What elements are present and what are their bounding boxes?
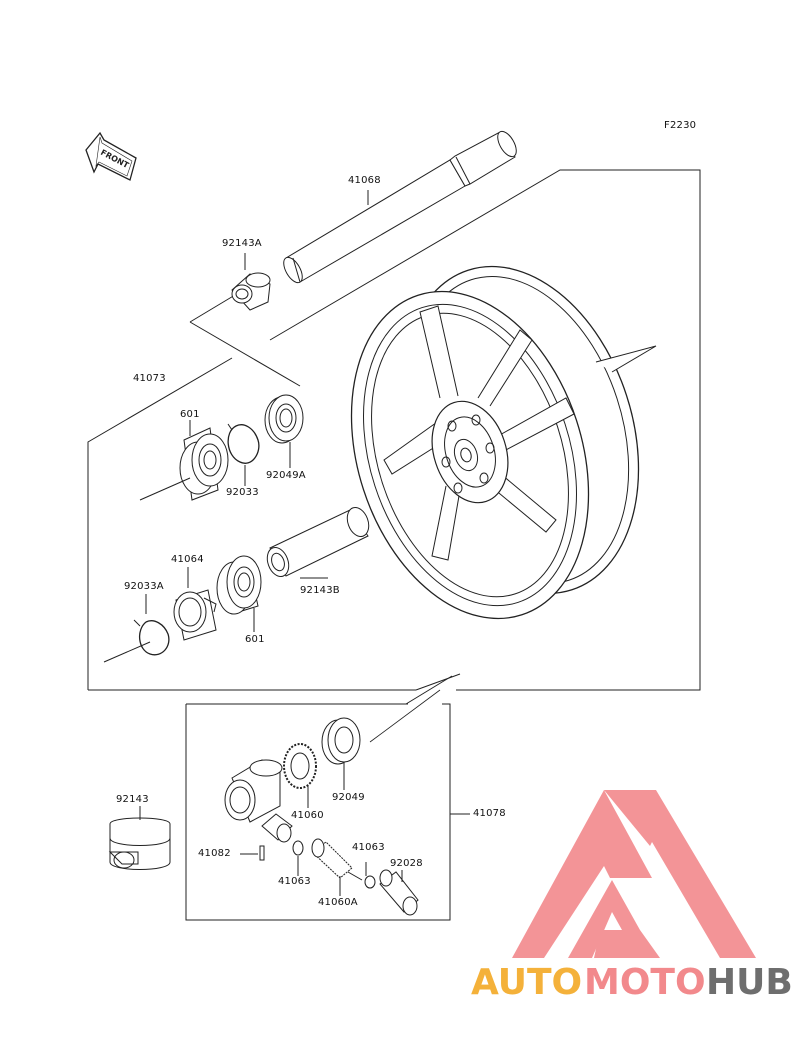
label-41064: 41064	[171, 554, 204, 565]
gear-housing-41078	[224, 759, 283, 823]
bearing-601-top	[139, 427, 229, 501]
circlip-92033a	[103, 619, 170, 663]
label-92028: 92028	[390, 858, 423, 869]
front-wheel-rim	[350, 265, 657, 620]
gear-housing-frame	[185, 703, 451, 921]
bearing-601-bottom	[216, 555, 262, 615]
washer-41063-left	[292, 840, 304, 856]
hub-coupling-41064	[173, 589, 217, 641]
washer-41063-right	[364, 875, 376, 889]
gear-41060	[283, 743, 317, 789]
label-41060a: 41060A	[318, 897, 358, 908]
figure-code: F2230	[664, 120, 697, 131]
label-41078: 41078	[473, 808, 506, 819]
label-92143b: 92143B	[300, 585, 340, 596]
label-41063-left: 41063	[278, 876, 311, 887]
bushing-92028	[379, 869, 419, 916]
collar-92143a	[231, 272, 271, 311]
front-axle	[283, 130, 517, 284]
automotohub-logo-icon	[512, 790, 756, 958]
seal-92049a	[264, 394, 304, 444]
label-41082: 41082	[198, 848, 231, 859]
front-arrow-icon: FRONT	[85, 131, 137, 181]
label-92143: 92143	[116, 794, 149, 805]
watermark-hub: HUB	[706, 962, 793, 1003]
circlip-92033	[227, 423, 260, 464]
label-92049: 92049	[332, 792, 365, 803]
label-41068: 41068	[348, 175, 381, 186]
label-92033: 92033	[226, 487, 259, 498]
pin-41082	[259, 845, 265, 861]
collar-92143b	[266, 506, 370, 578]
label-92033a: 92033A	[124, 581, 164, 592]
label-92049a: 92049A	[266, 470, 306, 481]
hub-group-frame	[87, 357, 233, 690]
label-41073: 41073	[133, 373, 166, 384]
collar-92143	[108, 817, 171, 870]
label-601-bottom: 601	[245, 634, 265, 645]
pinion-41060a	[311, 838, 363, 881]
seal-92049	[321, 717, 361, 765]
watermark-moto: MOTO	[584, 962, 706, 1003]
label-601-top: 601	[180, 409, 200, 420]
label-41063-right: 41063	[352, 842, 385, 853]
label-41060: 41060	[291, 810, 324, 821]
label-92143a: 92143A	[222, 238, 262, 249]
watermark-auto: AUTO	[471, 962, 583, 1003]
